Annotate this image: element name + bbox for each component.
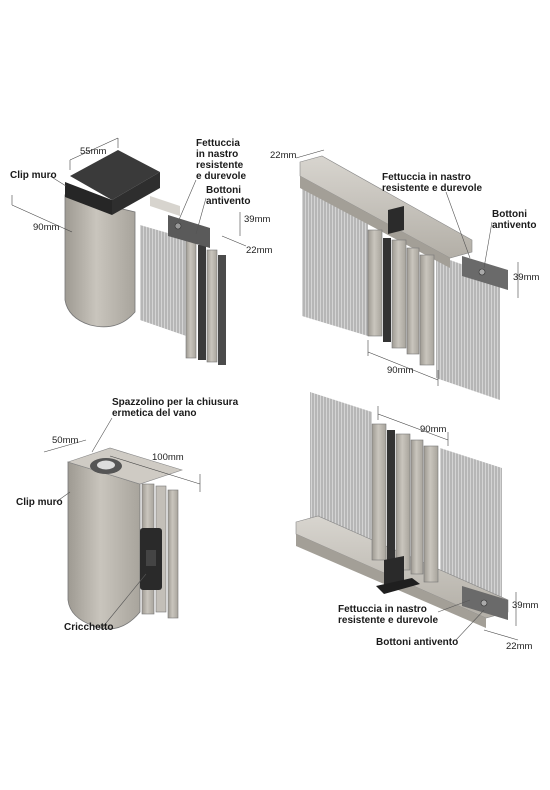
top-left-assembly (11, 137, 247, 365)
label-fettuccia-1: Fettuccia in nastro (382, 172, 471, 183)
mesh-curtain (302, 188, 368, 336)
vertical-profile (423, 445, 439, 583)
guide-profile-c (206, 249, 218, 363)
ratchet-knob (146, 550, 156, 566)
bottom-left-assembly (43, 417, 201, 630)
side-profile (167, 489, 179, 619)
dimension-22mm: 22mm (270, 150, 297, 161)
mesh-curtain (436, 255, 500, 400)
dimension-39mm: 39mm (513, 272, 540, 283)
label-fettuccia-4: e durevole (196, 171, 247, 182)
dimension-55mm: 55mm (80, 146, 107, 157)
dimension-50mm: 50mm (52, 435, 79, 446)
dimension-90mm: 90mm (33, 222, 60, 233)
roller-core (97, 460, 115, 470)
label-spazzolino-1: Spazzolino per la chiusura (112, 397, 239, 408)
leader-lines (55, 417, 147, 629)
vertical-profile (391, 239, 407, 349)
vertical-profile-dark (387, 430, 395, 564)
wall-clip (112, 172, 160, 215)
label-fettuccia-1: Fettuccia (196, 138, 240, 149)
guide-profile-a (185, 239, 197, 359)
dimension-22mm: 22mm (246, 245, 273, 256)
dimension-100mm: 100mm (152, 452, 184, 463)
cassette-side-cap (65, 182, 112, 215)
bottom-right-assembly (295, 392, 519, 641)
vertical-profile (367, 229, 383, 337)
leader-lines (49, 175, 207, 235)
floor-foot-base (376, 578, 420, 594)
dimension-90mm: 90mm (420, 424, 447, 435)
label-cricchetto: Cricchetto (64, 622, 114, 633)
label-fettuccia-2: resistente e durevole (382, 183, 483, 194)
cassette-body (67, 461, 141, 630)
leader-lines (437, 599, 485, 641)
mesh-curtain (140, 225, 192, 338)
dimension-90mm: 90mm (387, 365, 414, 376)
leader-lines (445, 191, 493, 269)
dimension-lines (377, 406, 519, 641)
vertical-profile (395, 433, 411, 571)
label-bottoni-2: antivento (492, 220, 537, 231)
dimension-lines (295, 149, 519, 386)
cassette-top-cap (70, 150, 160, 200)
label-fettuccia-2: resistente e durevole (338, 615, 439, 626)
label-fettuccia-3: resistente (196, 160, 244, 171)
dimension-22mm: 22mm (506, 641, 533, 652)
label-spazzolino-2: ermetica del vano (112, 408, 197, 419)
top-rail-face (300, 176, 450, 268)
label-fettuccia-1: Fettuccia in nastro (338, 604, 427, 615)
guide-profile-b (198, 245, 206, 360)
vertical-profile (371, 423, 387, 561)
dimension-lines (11, 137, 247, 247)
label-bottoni-1: Bottoni (206, 185, 241, 196)
vertical-profile (410, 439, 424, 575)
label-clip-muro: Clip muro (10, 170, 57, 181)
dimension-lines (43, 439, 201, 492)
vertical-profile-dark (383, 238, 391, 342)
label-bottoni-2: antivento (206, 196, 251, 207)
cassette-top (67, 447, 183, 485)
guide-top (150, 196, 180, 216)
windproof-button (478, 268, 486, 276)
mesh-curtain (310, 392, 372, 552)
label-bottoni-1: Bottoni (492, 209, 527, 220)
windproof-button (480, 599, 488, 607)
label-bottoni-antivento: Bottoni antivento (376, 637, 459, 648)
dimension-39mm: 39mm (244, 214, 271, 225)
centre-coupler (388, 206, 404, 234)
guide-profile-d (218, 255, 226, 365)
vertical-profile (406, 247, 420, 355)
label-fettuccia-2: in nastro (196, 149, 239, 160)
dimension-39mm: 39mm (512, 600, 539, 611)
vertical-profile (419, 254, 435, 366)
windproof-button (174, 222, 182, 230)
cassette-body (64, 194, 136, 328)
mesh-curtain (440, 448, 502, 606)
top-right-assembly (295, 149, 519, 400)
label-clip-muro: Clip muro (16, 497, 63, 508)
